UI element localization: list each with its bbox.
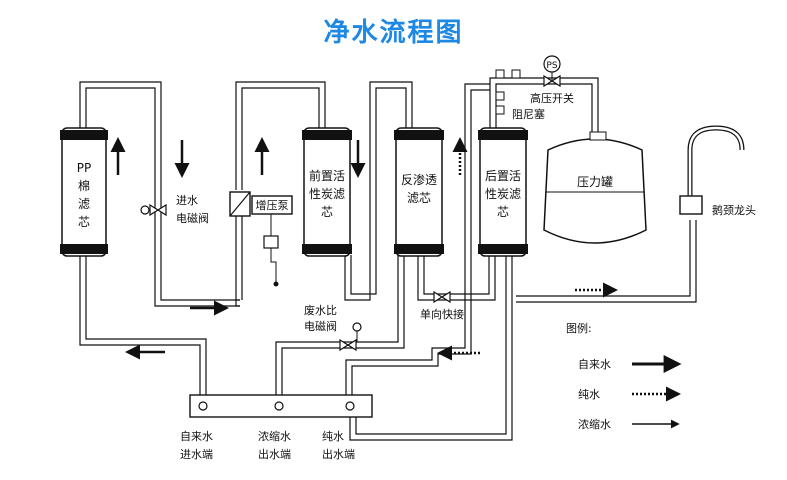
gooseneck-faucet-icon — [679, 125, 745, 215]
tap-inlet-label-2: 进水端 — [180, 448, 213, 461]
legend-pure-water: 纯水 — [578, 388, 600, 401]
pp-filter: PP 棉 滤 芯 — [60, 127, 108, 257]
check-valve-label: 单向快接 — [420, 307, 464, 321]
damper-label: 阻尼塞 — [512, 107, 545, 121]
waste-ratio-valve — [339, 322, 362, 352]
tap-inlet-label-1: 自来水 — [180, 430, 213, 443]
waste-outlet-label-2: 出水端 — [258, 447, 291, 461]
flow-arrows — [110, 137, 618, 361]
pure-outlet-label-2: 出水端 — [322, 447, 355, 461]
damper — [495, 69, 521, 115]
waste-valve-label-2: 电磁阀 — [304, 319, 337, 333]
pre-carbon-filter: 前置活 性炭滤 芯 — [302, 127, 352, 257]
legend-title: 图例: — [566, 321, 592, 335]
pressure-tank: 压力罐 — [543, 131, 647, 244]
post-carbon-filter: 后置活 性炭滤 芯 — [478, 127, 528, 257]
inlet-valve-label-1: 进水 — [176, 194, 198, 207]
outlet-manifold — [189, 394, 373, 418]
ro-filter: 反渗透 滤芯 — [394, 127, 444, 257]
pp-filter-label-2: 棉 — [78, 179, 90, 193]
legend-tap-water: 自来水 — [578, 358, 611, 371]
page-title: 净水流程图 — [323, 18, 464, 48]
waste-valve-label-1: 废水比 — [304, 303, 337, 317]
check-valve — [433, 290, 451, 304]
pre-carbon-label-2: 性炭滤 — [309, 187, 345, 201]
pressure-switch-label: 高压开关 — [530, 91, 574, 105]
waste-outlet-label-1: 浓缩水 — [258, 430, 291, 443]
post-carbon-label-1: 后置活 — [485, 169, 521, 183]
inlet-valve-label-2: 电磁阀 — [176, 211, 209, 225]
pp-filter-label-3: 滤 — [78, 197, 90, 211]
pre-carbon-label-3: 芯 — [321, 205, 333, 219]
legend: 图例: 自来水 纯水 浓缩水 — [566, 321, 682, 431]
booster-pump: 增压泵 — [229, 191, 293, 287]
ro-label-1: 反渗透 — [401, 172, 437, 187]
pp-filter-label-4: 芯 — [78, 215, 90, 229]
faucet-label: 鹅颈龙头 — [712, 203, 756, 217]
pump-label: 增压泵 — [256, 198, 289, 212]
legend-waste-water: 浓缩水 — [578, 418, 611, 431]
pressure-switch: PS — [543, 55, 561, 88]
tank-label: 压力罐 — [577, 175, 613, 189]
pure-outlet-label-1: 纯水 — [322, 430, 344, 443]
inlet-solenoid-valve — [140, 203, 167, 217]
pipes — [79, 77, 697, 441]
post-carbon-label-3: 芯 — [497, 205, 509, 219]
ps-badge: PS — [546, 61, 557, 71]
post-carbon-label-2: 性炭滤 — [485, 187, 521, 201]
pp-filter-label-1: PP — [77, 161, 91, 175]
pre-carbon-label-1: 前置活 — [309, 168, 345, 183]
ro-label-2: 滤芯 — [407, 191, 431, 205]
